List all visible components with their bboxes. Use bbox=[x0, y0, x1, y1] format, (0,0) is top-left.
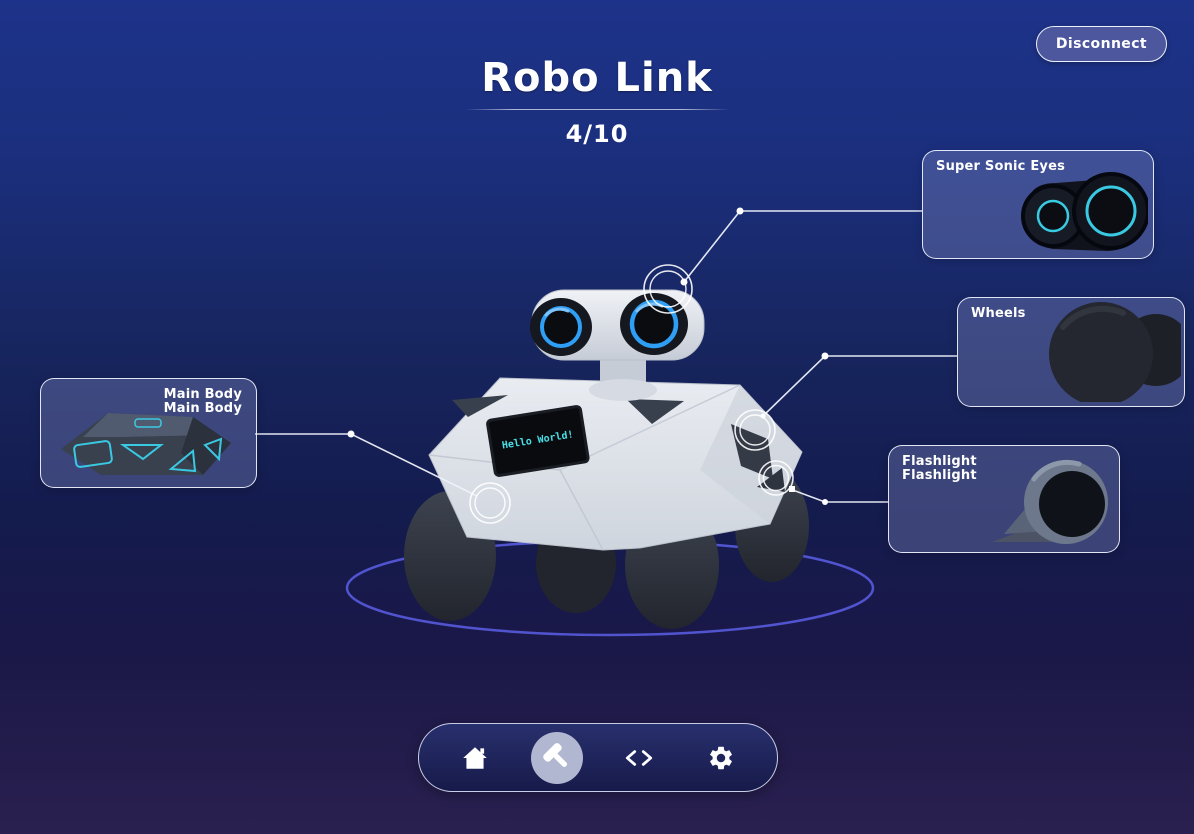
home-icon bbox=[463, 746, 487, 769]
card-main-body-label: Main Body Main Body bbox=[163, 387, 242, 416]
card-super-sonic-eyes-label: Super Sonic Eyes bbox=[936, 159, 1066, 174]
flashlight-image bbox=[992, 459, 1108, 544]
line-wheels bbox=[762, 355, 957, 417]
hotspot-flashlight[interactable] bbox=[758, 460, 794, 496]
bottom-navbar bbox=[418, 723, 778, 792]
nav-item-build[interactable] bbox=[531, 731, 583, 784]
sonic-eyes-image bbox=[1021, 172, 1148, 251]
line-super-sonic-eyes bbox=[683, 210, 922, 283]
callout-line-dots bbox=[347, 207, 829, 505]
hotspot-super-sonic-eyes[interactable] bbox=[643, 264, 693, 314]
code-icon bbox=[625, 749, 653, 766]
disconnect-button[interactable]: Disconnect bbox=[1035, 26, 1167, 62]
nav-item-settings[interactable] bbox=[695, 732, 747, 784]
card-wheels[interactable]: Wheels bbox=[957, 297, 1185, 407]
card-flashlight-label: Flashlight Flashlight bbox=[902, 454, 977, 483]
robot-screen: Hello World! bbox=[486, 405, 590, 477]
card-main-body[interactable]: Main Body Main Body bbox=[40, 378, 257, 488]
card-flashlight[interactable]: Flashlight Flashlight bbox=[888, 445, 1120, 553]
hotspot-main-body[interactable] bbox=[469, 482, 511, 524]
robot-eye-left bbox=[530, 298, 592, 356]
nav-item-home[interactable] bbox=[449, 732, 501, 784]
robot-eye-right bbox=[620, 293, 688, 355]
hotspot-wheels[interactable] bbox=[734, 409, 776, 451]
card-wheels-label: Wheels bbox=[971, 306, 1026, 321]
main-body-image bbox=[61, 413, 231, 475]
gear-icon bbox=[710, 746, 732, 769]
hammer-icon bbox=[543, 742, 568, 767]
robot-body bbox=[428, 377, 803, 551]
wheel-image bbox=[1049, 302, 1181, 402]
nav-item-code[interactable] bbox=[613, 732, 665, 784]
robot-head bbox=[530, 289, 705, 401]
card-super-sonic-eyes[interactable]: Super Sonic Eyes bbox=[922, 150, 1154, 259]
